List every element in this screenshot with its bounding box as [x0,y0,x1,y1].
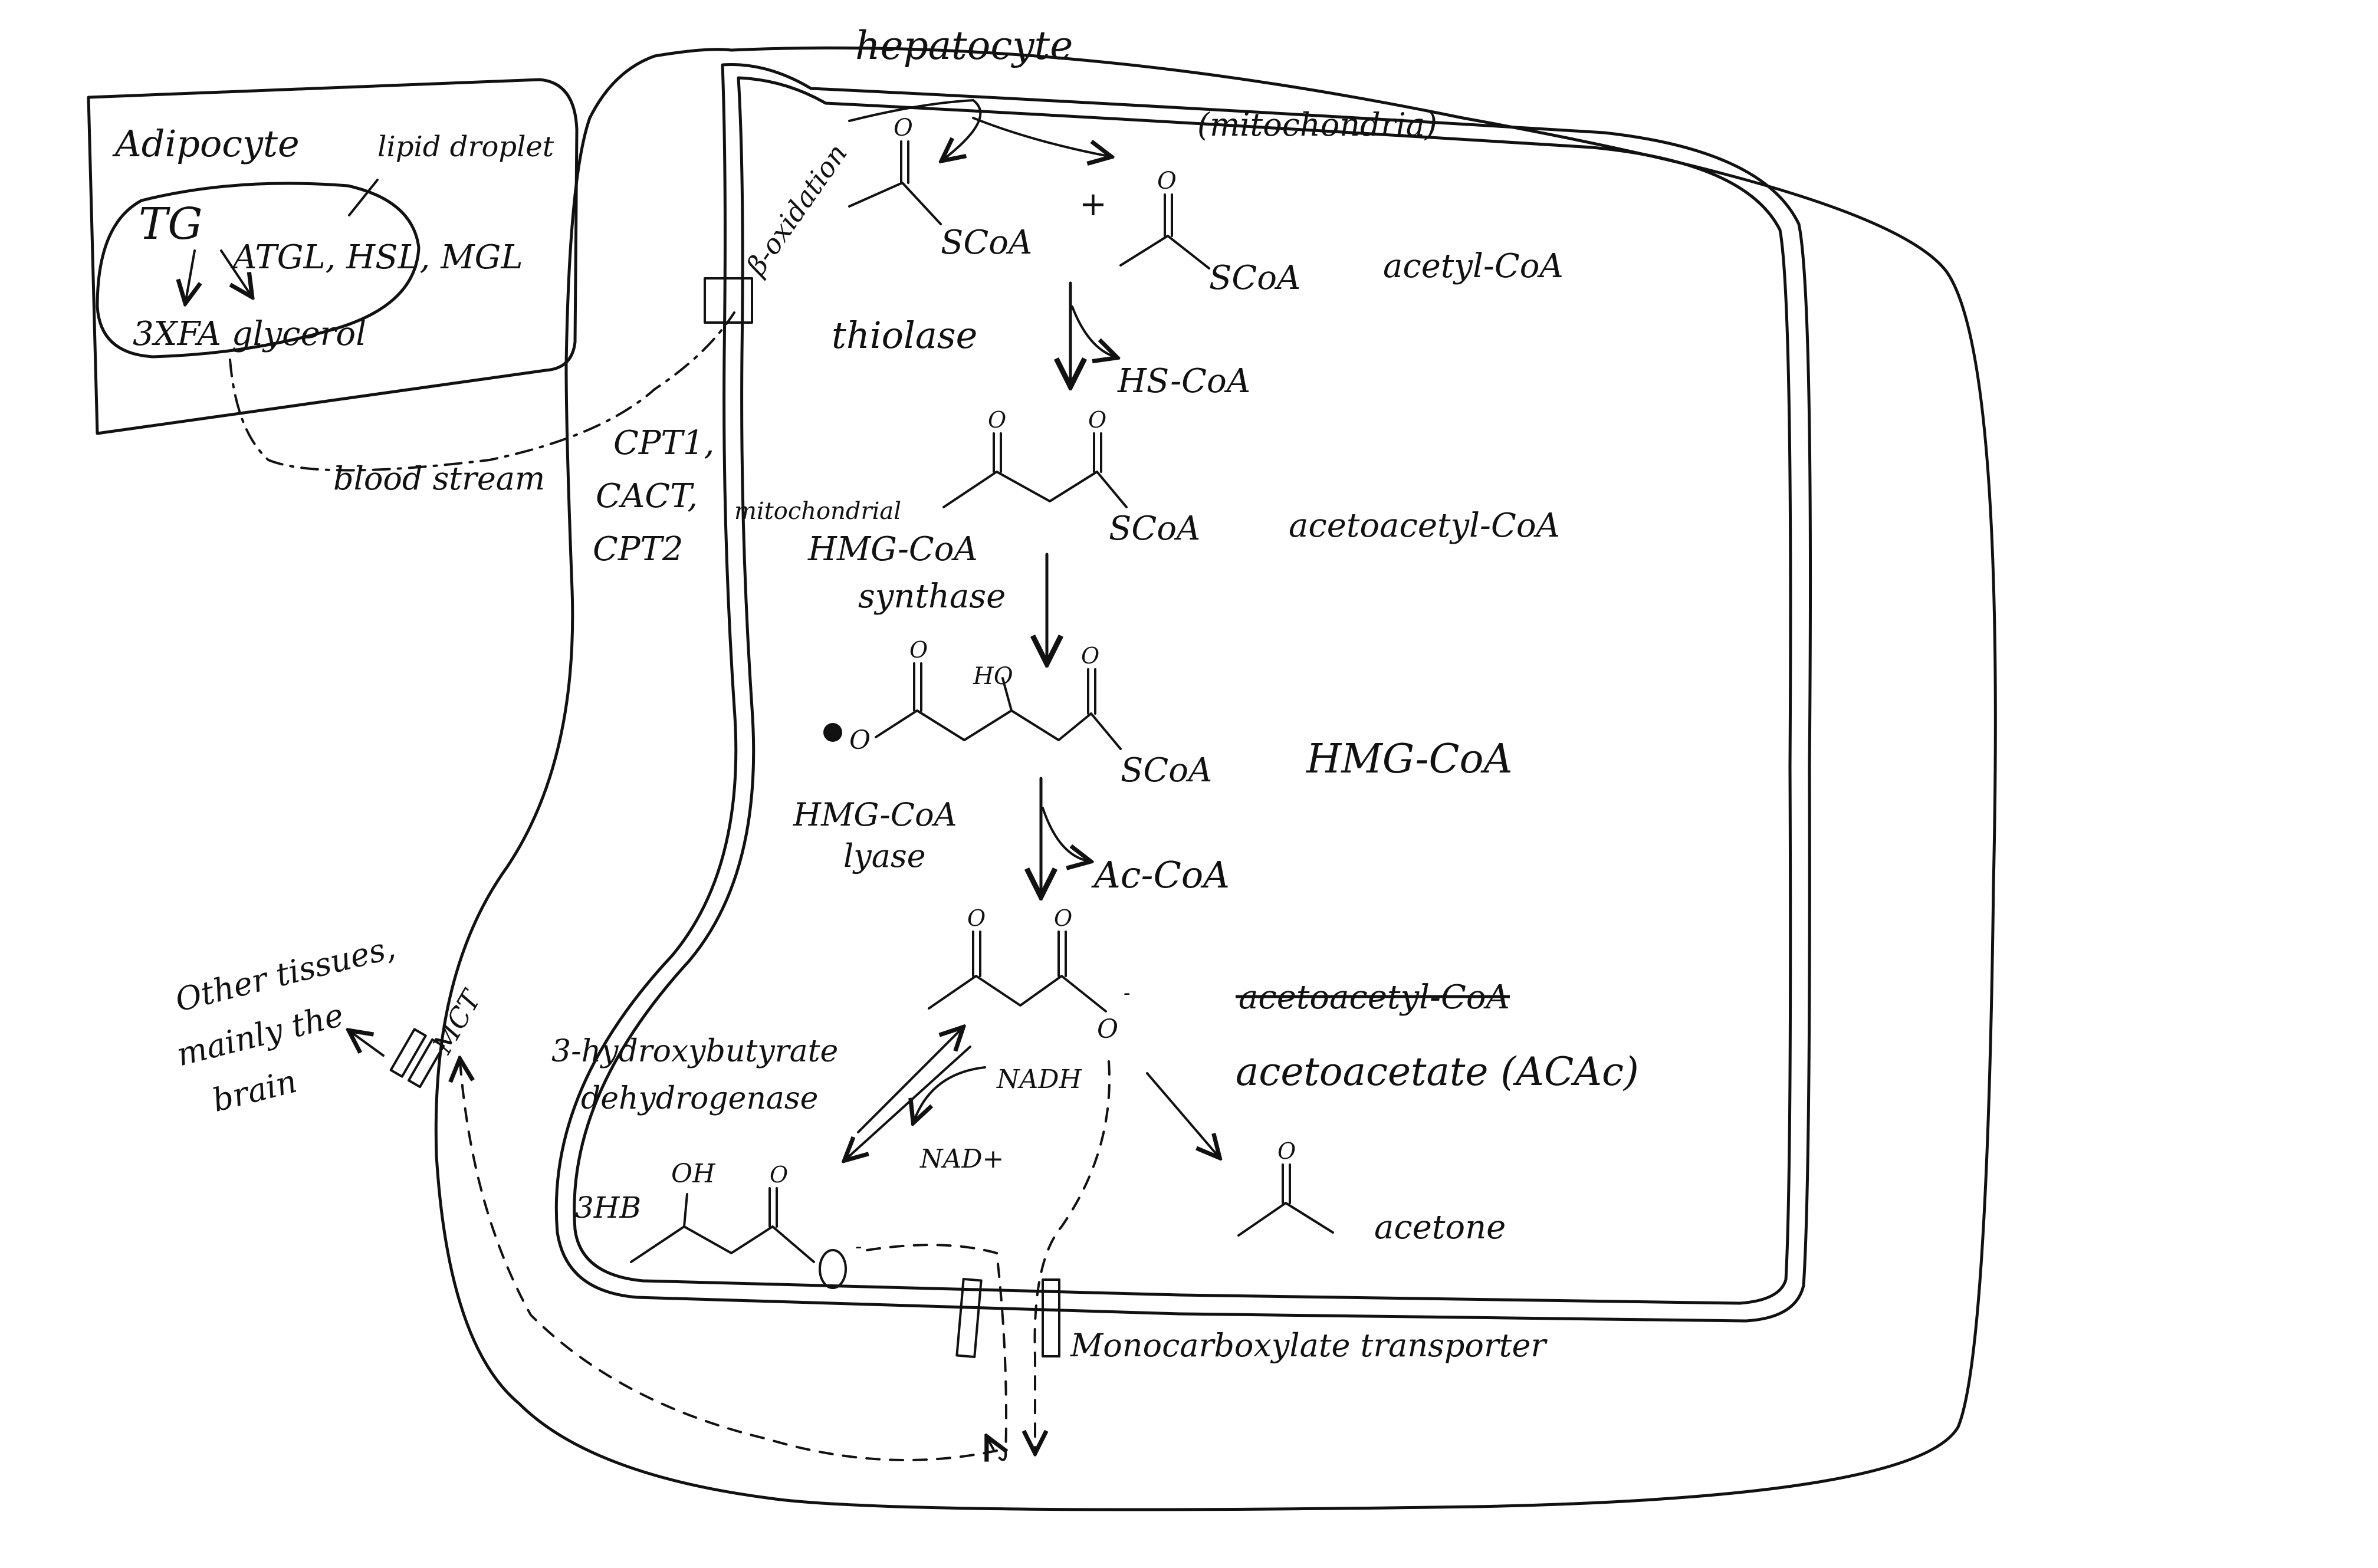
blood-stream-path [229,311,735,472]
acetoacetyl-coa-label: acetoacetyl-CoA [1289,507,1560,545]
hepatocyte-label: hepatocyte [855,23,1073,68]
svg-text:O: O [1081,643,1099,669]
svg-text:O: O [988,407,1006,433]
hmg-coa-lyase-label: HMG-CoA lyase [793,796,967,875]
acetyl-coa-label: acetyl-CoA [1383,247,1564,285]
lipase-enzymes: ATGL, HSL, MGL [230,238,523,277]
adipocyte-cell: Adipocyte lipid droplet TG ATGL, HSL, MG… [87,78,579,435]
blood-stream-label: blood stream [333,460,545,497]
acetoacetate-molecule: O O O - [928,905,1131,1044]
monocarboxylate-transporter-label: Monocarboxylate transporter [1070,1327,1548,1364]
cpt-transporter-box [704,277,753,324]
mitochondria-label: (mitochondria) [1197,106,1437,143]
svg-text:SCoA: SCoA [1209,259,1300,297]
svg-text:SCoA: SCoA [1109,509,1200,548]
svg-text:-: - [1124,981,1131,1005]
tg-label: TG [139,199,202,249]
svg-text:O: O [1097,1014,1118,1044]
thiolase-label: thiolase [832,314,977,357]
acetone-molecule: O [1237,1138,1334,1237]
mct-label: MCT [426,984,488,1060]
hmg-coa-label: HMG-CoA [1305,736,1513,783]
hmg-coa-synthase-label: mitochondrial HMG-CoA synthase [734,493,1006,616]
bdh-enzyme-label: 3-hydroxybutyrate dehydrogenase [551,1034,848,1116]
svg-text:O: O [894,114,913,142]
3hb-label: 3HB [575,1191,641,1225]
svg-text:O: O [1054,905,1072,931]
plus-sign: + [1079,185,1107,223]
acac-export-path [1035,1060,1111,1451]
svg-text:O: O [909,637,928,663]
adipocyte-label: Adipocyte [112,122,300,165]
acetyl-coa-molecule-2: O SCoA [1119,167,1300,297]
hs-coa-label: HS-CoA [1117,362,1250,400]
acetyl-coa-molecule-1: O SCoA [848,114,1032,262]
beta-oxidation-label: β-oxidation [740,138,853,282]
acetoacetate-label: acetoacetate (ACAc) [1236,1049,1639,1094]
blood-return-path [460,1061,998,1461]
other-tissues-label: Other tissues, mainly the brain [160,926,434,1125]
ac-coa-label: Ac-CoA [1091,853,1230,896]
nad-label: NAD+ [919,1144,1004,1174]
nadh-label: NADH [996,1064,1083,1094]
acetoacetyl-coa-molecule: O O SCoA [942,407,1200,548]
svg-text:HO: HO [973,663,1013,690]
hmg-coa-molecule: O O O HO SCoA [823,637,1212,790]
mct-channel-right [1042,1278,1060,1357]
svg-text:O: O [1277,1138,1296,1164]
svg-text:O: O [1157,167,1177,195]
acetone-label: acetone [1374,1208,1506,1247]
lipid-droplet [96,182,421,359]
svg-text:OH: OH [671,1159,716,1189]
mct-channel-left [955,1277,983,1359]
svg-text:O: O [770,1162,788,1188]
lipid-droplet-label: lipid droplet [377,130,554,163]
lipolysis-products: 3XFA glycerol [133,315,366,353]
svg-text:-: - [855,1235,862,1258]
svg-text:O: O [849,725,871,755]
svg-text:O: O [967,905,986,931]
3hb-export-path [866,1244,1006,1460]
svg-text:SCoA: SCoA [1121,751,1212,790]
mitochondrion: (mitochondria) [554,63,1812,1323]
svg-text:SCoA: SCoA [941,223,1032,262]
cpt-transporters: CPT1, CACT, CPT2 [593,424,725,568]
3hb-molecule: O - OH [630,1159,862,1289]
mct-outer-channels [389,1028,445,1089]
hepatocyte-membrane [434,46,1997,1511]
svg-text:O: O [1088,407,1106,433]
